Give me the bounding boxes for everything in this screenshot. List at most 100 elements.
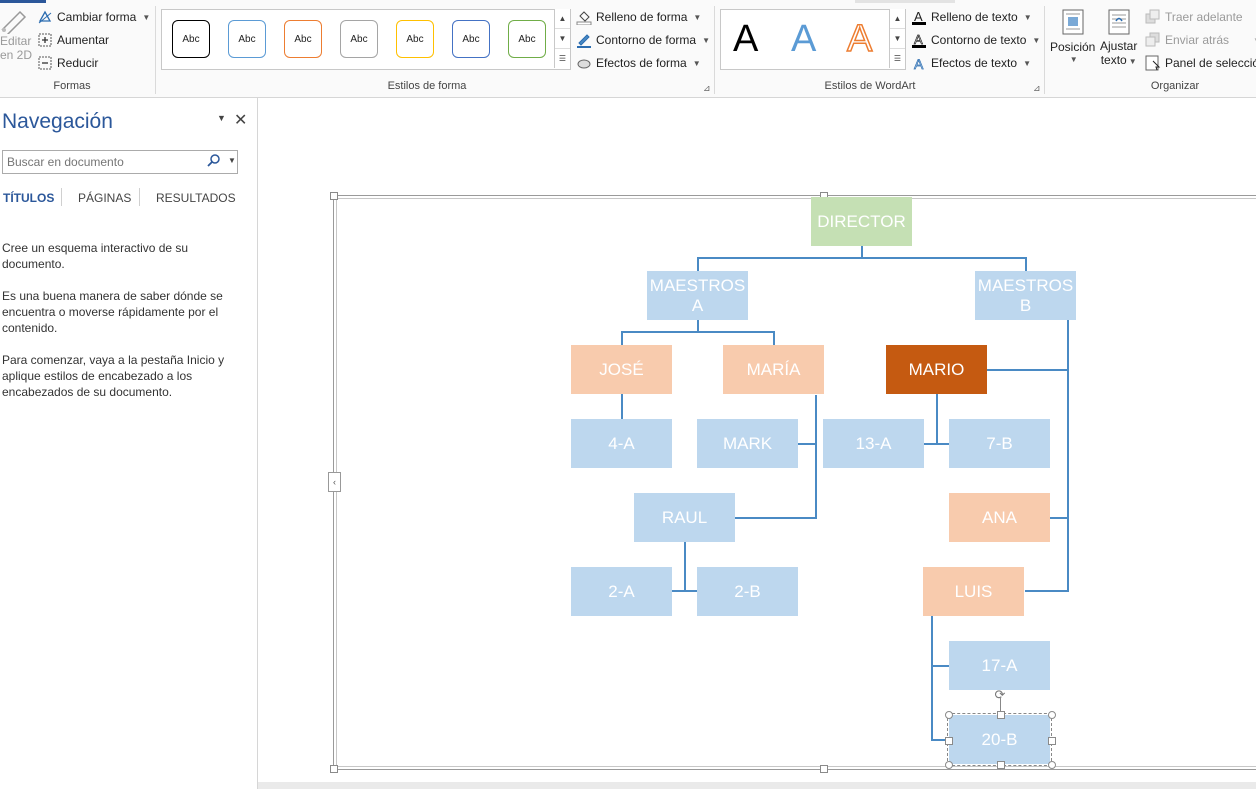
resize-handle[interactable]: [1048, 711, 1056, 719]
resize-handle[interactable]: [945, 761, 953, 769]
node-label: 2-B: [734, 581, 761, 601]
tab-resultados[interactable]: RESULTADOS: [156, 191, 236, 205]
node-label: LUIS: [954, 581, 993, 601]
node-label: MAESTROS: [649, 275, 746, 295]
connector: [924, 443, 950, 445]
shape-style-swatch[interactable]: Abc: [172, 20, 210, 58]
resize-handle[interactable]: [997, 761, 1005, 769]
resize-handle[interactable]: [945, 711, 953, 719]
resize-handle[interactable]: [1048, 737, 1056, 745]
aumentar-button[interactable]: Aumentar: [37, 30, 109, 50]
efectos-texto-label: Efectos de texto: [931, 56, 1018, 70]
dialog-launcher-icon[interactable]: ⊿: [703, 83, 711, 93]
shape-style-swatch[interactable]: Abc: [284, 20, 322, 58]
shape-style-swatch[interactable]: Abc: [396, 20, 434, 58]
node-director[interactable]: DIRECTOR: [811, 197, 912, 246]
search-input[interactable]: [5, 154, 204, 170]
shape-styles-gallery: Abc Abc Abc Abc Abc Abc Abc: [161, 9, 571, 70]
close-icon[interactable]: ✕: [234, 112, 248, 129]
chevron-down-icon: ▼: [1128, 57, 1137, 66]
connector: [936, 394, 938, 445]
ajustar-label-line2: texto: [1100, 53, 1127, 67]
efectos-forma-button[interactable]: Efectos de forma▼: [576, 53, 701, 73]
node-label: MAESTROS: [977, 275, 1074, 295]
resize-handle[interactable]: [330, 765, 338, 773]
resize-handle[interactable]: [820, 765, 828, 773]
scroll-up-icon[interactable]: ▲: [890, 9, 905, 29]
node-2a[interactable]: 2-A: [571, 567, 672, 616]
wordart-style-orange-outline[interactable]: A: [846, 17, 873, 61]
shape-style-swatch[interactable]: Abc: [340, 20, 378, 58]
connector: [1025, 590, 1069, 592]
tab-paginas[interactable]: PÁGINAS: [78, 191, 132, 205]
node-label: B: [1019, 295, 1032, 315]
gallery-more-icon[interactable]: ☰: [558, 54, 567, 63]
nav-options-dropdown-icon[interactable]: ▼: [217, 113, 226, 123]
resize-handle[interactable]: [330, 192, 338, 200]
text-pane-toggle-icon[interactable]: ‹: [328, 472, 341, 492]
traer-adelante-button[interactable]: Traer adelante▼: [1145, 7, 1256, 27]
relleno-texto-button[interactable]: A Relleno de texto▼: [911, 7, 1032, 27]
contorno-forma-button[interactable]: Contorno de forma▼: [576, 30, 710, 50]
reducir-button[interactable]: Reducir: [37, 53, 98, 73]
chevron-down-icon: ▼: [1253, 36, 1256, 45]
search-box[interactable]: ▼: [2, 150, 238, 174]
edit-2d-button[interactable]: Editar en 2D: [0, 8, 32, 68]
gallery-scroll[interactable]: ▲ ▼ ☰: [554, 9, 570, 68]
relleno-forma-label: Relleno de forma: [596, 10, 688, 24]
panel-seleccion-button[interactable]: Panel de selección: [1145, 53, 1256, 73]
node-label: 17-A: [981, 655, 1018, 675]
scroll-down-icon[interactable]: ▼: [555, 29, 570, 49]
rotate-handle-icon[interactable]: ⟳: [994, 687, 1006, 702]
relleno-forma-button[interactable]: Relleno de forma▼: [576, 7, 701, 27]
posicion-button[interactable]: Posición ▼: [1050, 8, 1095, 74]
chevron-down-icon: ▼: [1023, 58, 1031, 68]
resize-handle[interactable]: [997, 711, 1005, 719]
chevron-down-icon: ▼: [702, 35, 710, 45]
contorno-texto-button[interactable]: A Contorno de texto▼: [911, 30, 1040, 50]
cambiar-forma-button[interactable]: Cambiar forma▼: [37, 7, 150, 27]
chevron-down-icon: ▼: [1032, 35, 1041, 45]
node-label: ANA: [982, 507, 1017, 527]
node-17a[interactable]: 17-A: [949, 641, 1050, 690]
chevron-down-icon[interactable]: ▼: [228, 156, 236, 165]
selection-pane-icon: [1145, 55, 1161, 71]
node-mark[interactable]: MARK: [697, 419, 798, 468]
edit-2d-icon: [0, 8, 28, 36]
shape-style-swatch[interactable]: Abc: [508, 20, 546, 58]
wordart-gallery-scroll[interactable]: ▲ ▼ ☰: [889, 9, 905, 68]
node-raul[interactable]: RAUL: [634, 493, 735, 542]
node-mario[interactable]: MARIO: [886, 345, 987, 394]
connector: [672, 590, 698, 592]
node-jose[interactable]: JOSÉ: [571, 345, 672, 394]
node-luis[interactable]: LUIS: [923, 567, 1024, 616]
resize-handle[interactable]: [945, 737, 953, 745]
node-4a[interactable]: 4-A: [571, 419, 672, 468]
scroll-down-icon[interactable]: ▼: [890, 29, 905, 49]
node-20b-selected[interactable]: 20-B: [947, 713, 1052, 766]
resize-handle[interactable]: [1048, 761, 1056, 769]
wordart-style-blue[interactable]: A: [791, 18, 817, 60]
ajustar-texto-button[interactable]: Ajustar texto▼: [1100, 8, 1137, 74]
node-2b[interactable]: 2-B: [697, 567, 798, 616]
node-maria[interactable]: MARÍA: [723, 345, 824, 394]
efectos-texto-button[interactable]: A Efectos de texto▼: [911, 53, 1031, 73]
dialog-launcher-icon[interactable]: ⊿: [1033, 83, 1041, 93]
enviar-atras-button[interactable]: Enviar atrás▼: [1145, 30, 1256, 50]
scroll-up-icon[interactable]: ▲: [555, 9, 570, 29]
nav-help-paragraph: Para comenzar, vaya a la pestaña Inicio …: [2, 353, 225, 399]
node-7b[interactable]: 7-B: [949, 419, 1050, 468]
chevron-down-icon: ▼: [692, 58, 701, 68]
gallery-more-icon[interactable]: ☰: [893, 54, 902, 63]
wordart-style-black[interactable]: A: [733, 18, 759, 60]
shape-style-swatch[interactable]: Abc: [228, 20, 266, 58]
shape-style-swatch[interactable]: Abc: [452, 20, 490, 58]
node-13a[interactable]: 13-A: [823, 419, 924, 468]
node-ana[interactable]: ANA: [949, 493, 1050, 542]
tab-titulos[interactable]: TÍTULOS: [3, 191, 55, 205]
traer-label: Traer adelante: [1165, 10, 1243, 24]
connector: [798, 443, 817, 445]
search-icon[interactable]: [207, 153, 221, 170]
